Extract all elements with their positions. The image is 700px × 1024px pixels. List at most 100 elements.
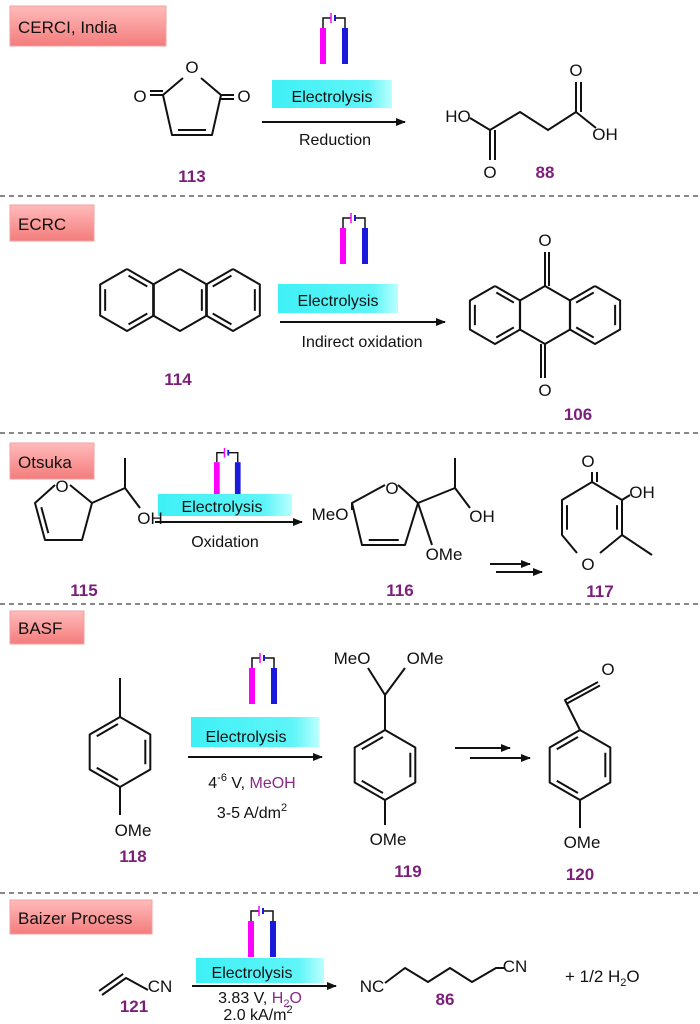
svg-text:NC: NC (360, 977, 385, 996)
svg-text:O: O (581, 555, 594, 574)
double-bond (575, 291, 595, 304)
anode-icon (214, 462, 220, 497)
compound-114: 114 (164, 370, 192, 389)
bond (351, 484, 419, 546)
svg-text:118: 118 (119, 847, 146, 866)
double-bond (575, 326, 595, 339)
bond (469, 111, 597, 131)
ring (353, 729, 417, 801)
svg-text:113: 113 (178, 167, 205, 186)
ring (152, 268, 208, 332)
svg-text:OH: OH (137, 509, 163, 528)
svg-text:CN: CN (148, 977, 173, 996)
reaction-arrow-1: Electrolysis Reduction (262, 80, 406, 149)
cathode-icon (271, 668, 277, 704)
double-bond (128, 312, 148, 326)
svg-text:Electrolysis: Electrolysis (206, 729, 287, 746)
section-label-basf: BASF (9, 610, 85, 645)
ring (568, 285, 622, 345)
svg-text:114: 114 (164, 370, 192, 389)
compound-86: NC CN 86 (360, 957, 528, 1009)
double-bond (361, 779, 384, 794)
svg-text:120: 120 (566, 865, 594, 884)
multistep-arrow-1 (490, 560, 543, 576)
svg-text:O: O (385, 479, 398, 498)
ring (548, 729, 612, 801)
bond (124, 487, 141, 509)
svg-text:OMe: OMe (407, 649, 444, 668)
bond (561, 481, 593, 554)
ring (99, 268, 155, 332)
compound-119: MeO OMe OMe 119 (334, 649, 444, 881)
electrode-cell-icon (248, 906, 276, 957)
cathode-icon (342, 28, 348, 64)
svg-text:115: 115 (70, 581, 97, 600)
double-bond (96, 766, 119, 781)
svg-text:ECRC: ECRC (18, 215, 66, 234)
svg-text:Baizer Process: Baizer Process (18, 909, 132, 928)
svg-text:86: 86 (436, 990, 455, 1009)
svg-text:O: O (581, 452, 594, 471)
double-bond (212, 274, 232, 288)
section-label-ecrc: ECRC (9, 204, 95, 242)
svg-text:O: O (483, 163, 496, 182)
bond (34, 484, 93, 541)
electrode-cell-icon (214, 447, 241, 497)
bond (417, 502, 433, 546)
ring (518, 285, 572, 345)
bond (162, 77, 222, 136)
byproduct-water: + 1/2 H2O (565, 967, 640, 989)
anode-icon (340, 228, 346, 264)
anode-icon (320, 28, 326, 64)
svg-text:O: O (601, 660, 614, 679)
compound-121: CN 121 (120, 977, 172, 1016)
svg-text:OH: OH (629, 483, 655, 502)
cathode-icon (362, 228, 368, 264)
bond (101, 977, 149, 996)
svg-text:106: 106 (564, 405, 592, 424)
svg-text:119: 119 (394, 862, 421, 881)
compound-106: O O 106 (538, 231, 592, 424)
svg-text:O: O (185, 58, 198, 77)
multistep-arrow-2 (455, 744, 531, 762)
svg-text:OH: OH (592, 125, 618, 144)
svg-text:Otsuka: Otsuka (18, 453, 72, 472)
svg-text:O: O (55, 477, 68, 496)
electrode-cell-icon (249, 653, 277, 704)
svg-text:CN: CN (503, 957, 528, 976)
section-label-cerci: CERCI, India (9, 5, 167, 47)
ring (468, 285, 522, 345)
svg-text:O: O (538, 231, 551, 250)
svg-text:MeO: MeO (312, 505, 349, 524)
double-bond (361, 736, 384, 751)
double-bond (96, 723, 119, 738)
double-bond (556, 736, 579, 751)
compound-117: O OH O 117 (581, 452, 654, 601)
compound-88: HO O O OH 88 (445, 61, 618, 182)
svg-text:Reduction: Reduction (299, 132, 371, 149)
bond (367, 667, 386, 696)
bond (384, 667, 406, 696)
double-bond (40, 506, 50, 534)
cathode-icon (270, 921, 276, 957)
electrode-cell-icon (340, 213, 368, 264)
cathode-icon (234, 462, 241, 497)
svg-text:Electrolysis: Electrolysis (212, 965, 293, 982)
svg-text:Oxidation: Oxidation (191, 534, 259, 551)
compound-120: O OMe 120 (564, 660, 615, 884)
svg-text:O: O (237, 87, 250, 106)
section-label-otsuka: Otsuka (9, 442, 95, 480)
bond (621, 494, 631, 501)
svg-text:Electrolysis: Electrolysis (292, 89, 373, 106)
electrode-cell-icon (320, 13, 348, 64)
double-bond (212, 312, 232, 326)
bond (417, 458, 456, 504)
double-bond (556, 779, 579, 794)
anode-icon (248, 921, 254, 957)
svg-text:OMe: OMe (564, 833, 601, 852)
double-bond (98, 973, 124, 992)
svg-text:HO: HO (445, 107, 471, 126)
reaction-arrow-4: Electrolysis 4-6 V, MeOH 3-5 A/dm2 (188, 717, 323, 822)
svg-text:MeO: MeO (334, 649, 371, 668)
